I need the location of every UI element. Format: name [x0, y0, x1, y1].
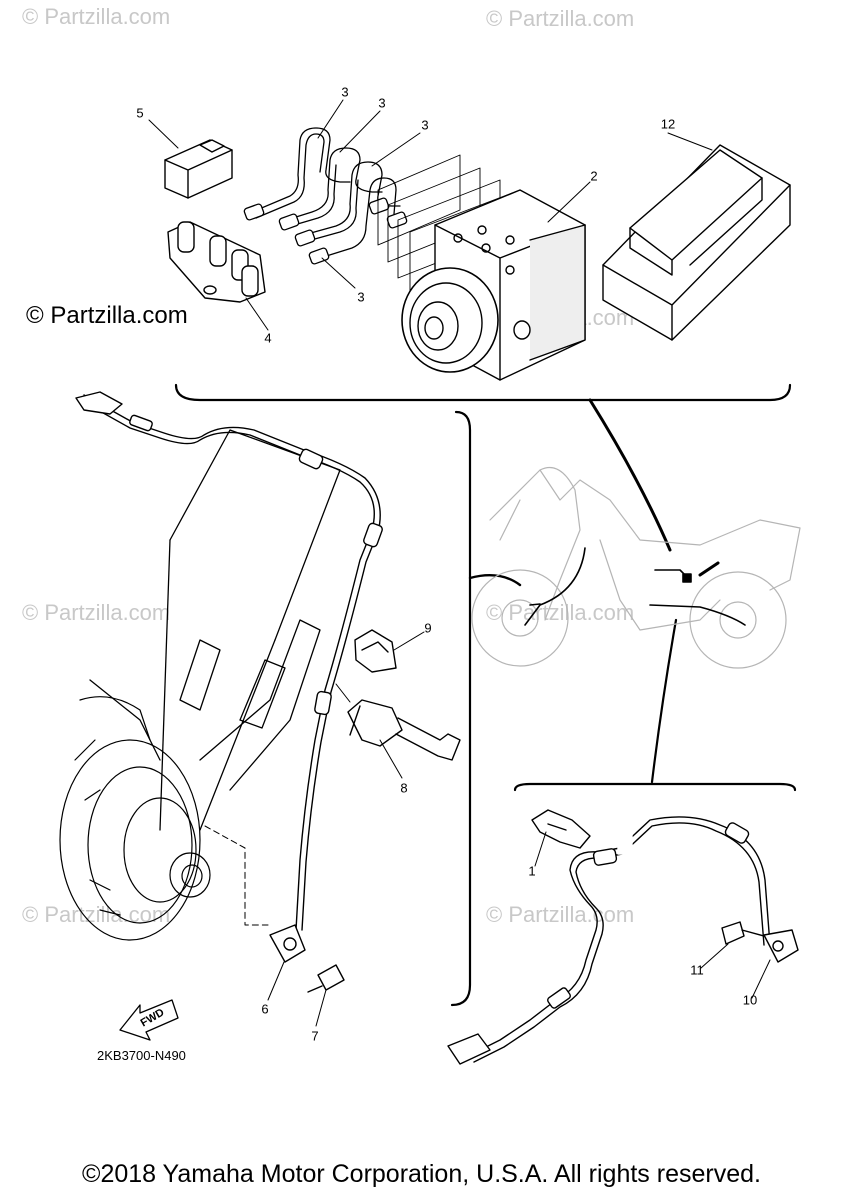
- callout-3: 3: [357, 289, 365, 305]
- bolt-part-11: [721, 921, 765, 945]
- leader-lines-middle: [267, 631, 425, 1027]
- brake-pipes-part-3: [243, 127, 408, 265]
- watermark: © Partzilla.com: [486, 600, 635, 625]
- leader-lines-top: [148, 99, 713, 331]
- holder-part-4: [167, 221, 266, 303]
- clip-part-1: [531, 809, 591, 849]
- bracket-part-8: [347, 699, 461, 761]
- rear-sensor-cable: [447, 816, 771, 1065]
- bike-leader-top: [588, 398, 672, 552]
- front-fork: [89, 429, 341, 831]
- watermark: © Partzilla.com: [486, 6, 635, 31]
- callout-10: 10: [742, 992, 758, 1008]
- front-wheel-hub: [59, 696, 211, 941]
- callout-4: 4: [264, 330, 272, 346]
- callout-8: 8: [400, 780, 408, 796]
- group-bracket-bottom-right: [513, 782, 797, 792]
- dashed-guide: [204, 825, 269, 926]
- callout-1: 1: [528, 863, 536, 879]
- motorcycle-silhouette: [471, 466, 801, 669]
- callout-9: 9: [424, 620, 432, 636]
- callout-5: 5: [136, 105, 144, 121]
- callout-7: 7: [311, 1028, 319, 1044]
- callout-3: 3: [341, 84, 349, 100]
- callout-12: 12: [660, 116, 676, 132]
- rear-sensor-part-10: [763, 929, 799, 963]
- bike-leader-bottom: [650, 618, 678, 784]
- leader-lines-bottom-right: [534, 831, 771, 999]
- hydraulic-unit-part-2: [401, 189, 586, 381]
- control-unit-part-12: [602, 144, 791, 341]
- callout-3: 3: [378, 95, 386, 111]
- fwd-arrow-icon: [119, 999, 179, 1041]
- front-sensor-part-6: [269, 924, 306, 963]
- watermark: © Partzilla.com: [486, 902, 635, 927]
- diagram-code: 2KB3700-N490: [97, 1048, 186, 1063]
- callout-6: 6: [261, 1001, 269, 1017]
- callout-2: 2: [590, 168, 598, 184]
- copyright-notice: ©2018 Yamaha Motor Corporation, U.S.A. A…: [82, 1160, 761, 1188]
- group-bracket-right: [450, 410, 472, 1007]
- partzilla-credit: © Partzilla.com: [26, 302, 188, 329]
- connector-part-5: [164, 139, 233, 199]
- watermark: © Partzilla.com: [22, 600, 171, 625]
- screw-part-7: [307, 964, 345, 993]
- watermark: © Partzilla.com: [22, 4, 171, 29]
- group-bracket-top: [174, 383, 792, 402]
- bike-wiring-highlight: [524, 547, 746, 626]
- callout-3: 3: [421, 117, 429, 133]
- front-sensor-cable: [75, 391, 383, 931]
- clip-part-9: [354, 629, 397, 673]
- callout-11: 11: [690, 962, 704, 978]
